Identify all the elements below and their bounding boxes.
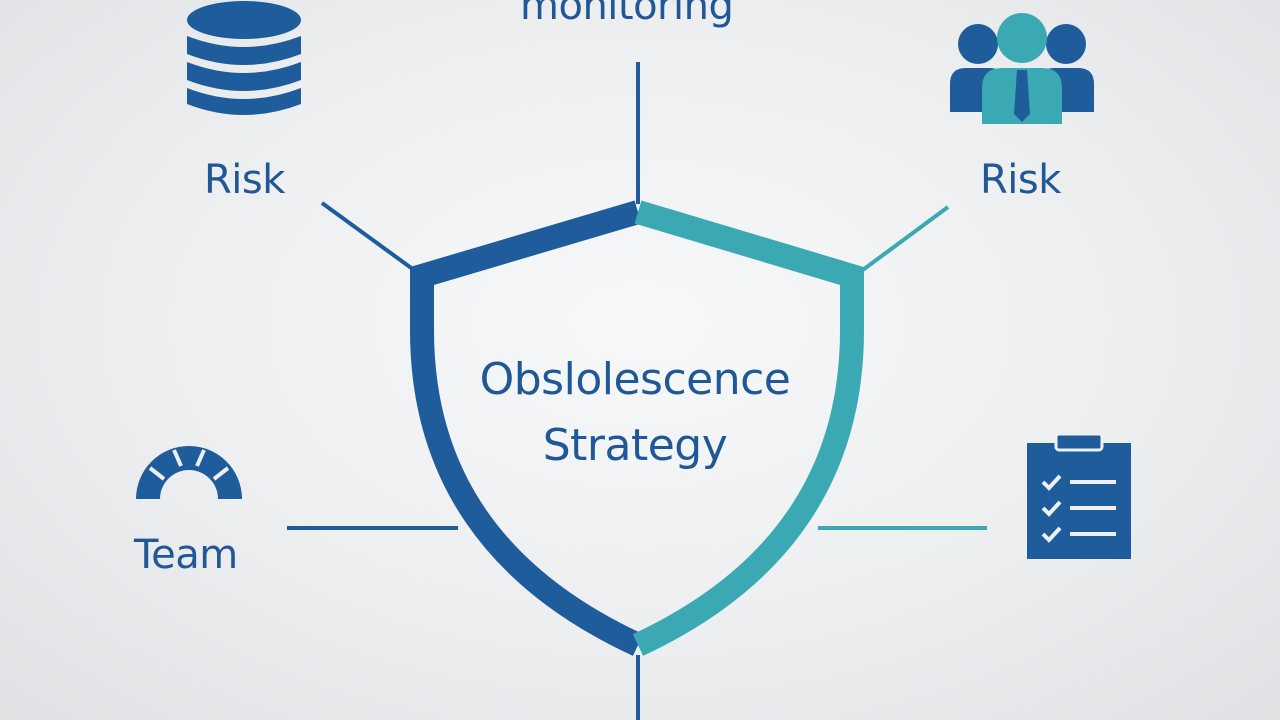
node-label-risk-left: Risk [204,157,285,203]
people-group-icon [950,13,1094,124]
node-label-team: Team [134,532,238,578]
database-icon [187,1,301,115]
clipboard-checklist-icon [1027,432,1131,559]
connector-top-right [858,205,950,274]
node-label-monitoring: monitoring [520,0,734,29]
node-label-risk-right: Risk [980,157,1061,203]
shield-right-half [632,200,864,656]
center-title-line-1: Obslolescence [479,354,791,405]
gauge-icon [136,446,242,499]
connector-top-left [320,201,416,272]
shield-left-half [410,200,644,656]
center-title-line-2: Strategy [542,420,728,471]
